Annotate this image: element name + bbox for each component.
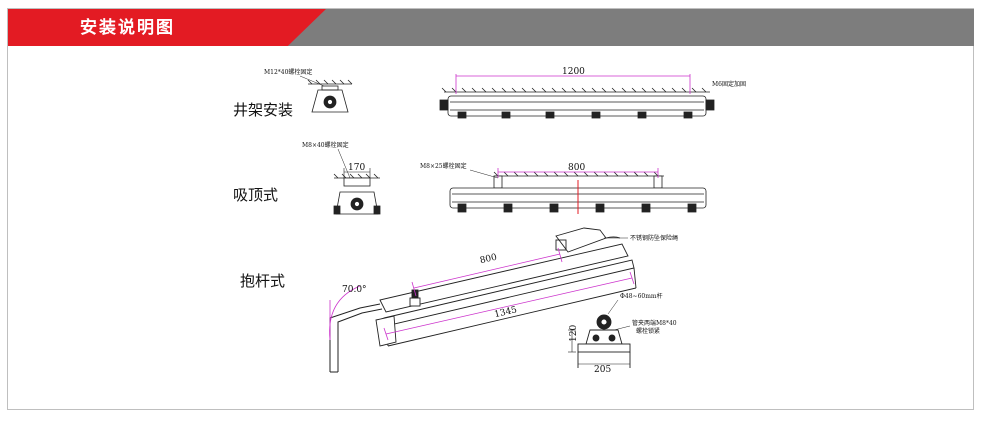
dim-205-label: 205 <box>594 365 611 375</box>
dim-1200-label: 1200 <box>562 67 585 77</box>
dim-1345 <box>383 271 635 341</box>
note-rope: 不锈钢防坠保险绳 <box>630 234 678 242</box>
note-m8-side: M8×40螺栓固定 <box>302 141 349 149</box>
fixture-pole-side-view <box>375 227 637 347</box>
pipe-clamp-detail <box>577 314 631 368</box>
dim-800-pole <box>411 247 563 297</box>
label-pole-mount: 抱杆式 <box>240 272 285 290</box>
angle-label: 70.0° <box>342 285 367 295</box>
dim-800-pole-label: 800 <box>479 253 498 267</box>
note-m8-top: M8×25螺栓固定 <box>420 162 467 170</box>
pole-arm <box>329 303 383 373</box>
angle-70 <box>329 285 361 341</box>
note-pipe: Φ48~60mm杆 <box>620 292 663 300</box>
note-m6: M6固定加固 <box>712 80 746 88</box>
bracket-rack-side-view <box>307 79 353 113</box>
dim-800-top <box>497 168 659 178</box>
page-title: 安装说明图 <box>80 18 175 38</box>
dim-1200 <box>455 74 691 94</box>
dim-800-top-label: 800 <box>568 163 585 173</box>
label-ceiling-mount: 吸顶式 <box>233 186 278 204</box>
label-rack-mount: 井架安装 <box>233 101 293 119</box>
dim-120 <box>568 329 576 353</box>
note-m12: M12*40螺栓固定 <box>264 68 312 76</box>
note-clamp-1: 管夹两端M8*40 <box>632 319 677 327</box>
note-clamp-2: 螺栓锁紧 <box>636 327 660 335</box>
fixture-rack-front-view <box>439 87 715 119</box>
header-accent <box>8 9 326 46</box>
dim-170-label: 170 <box>348 163 365 173</box>
dim-170 <box>343 168 371 178</box>
dim-120-label: 120 <box>569 325 579 342</box>
